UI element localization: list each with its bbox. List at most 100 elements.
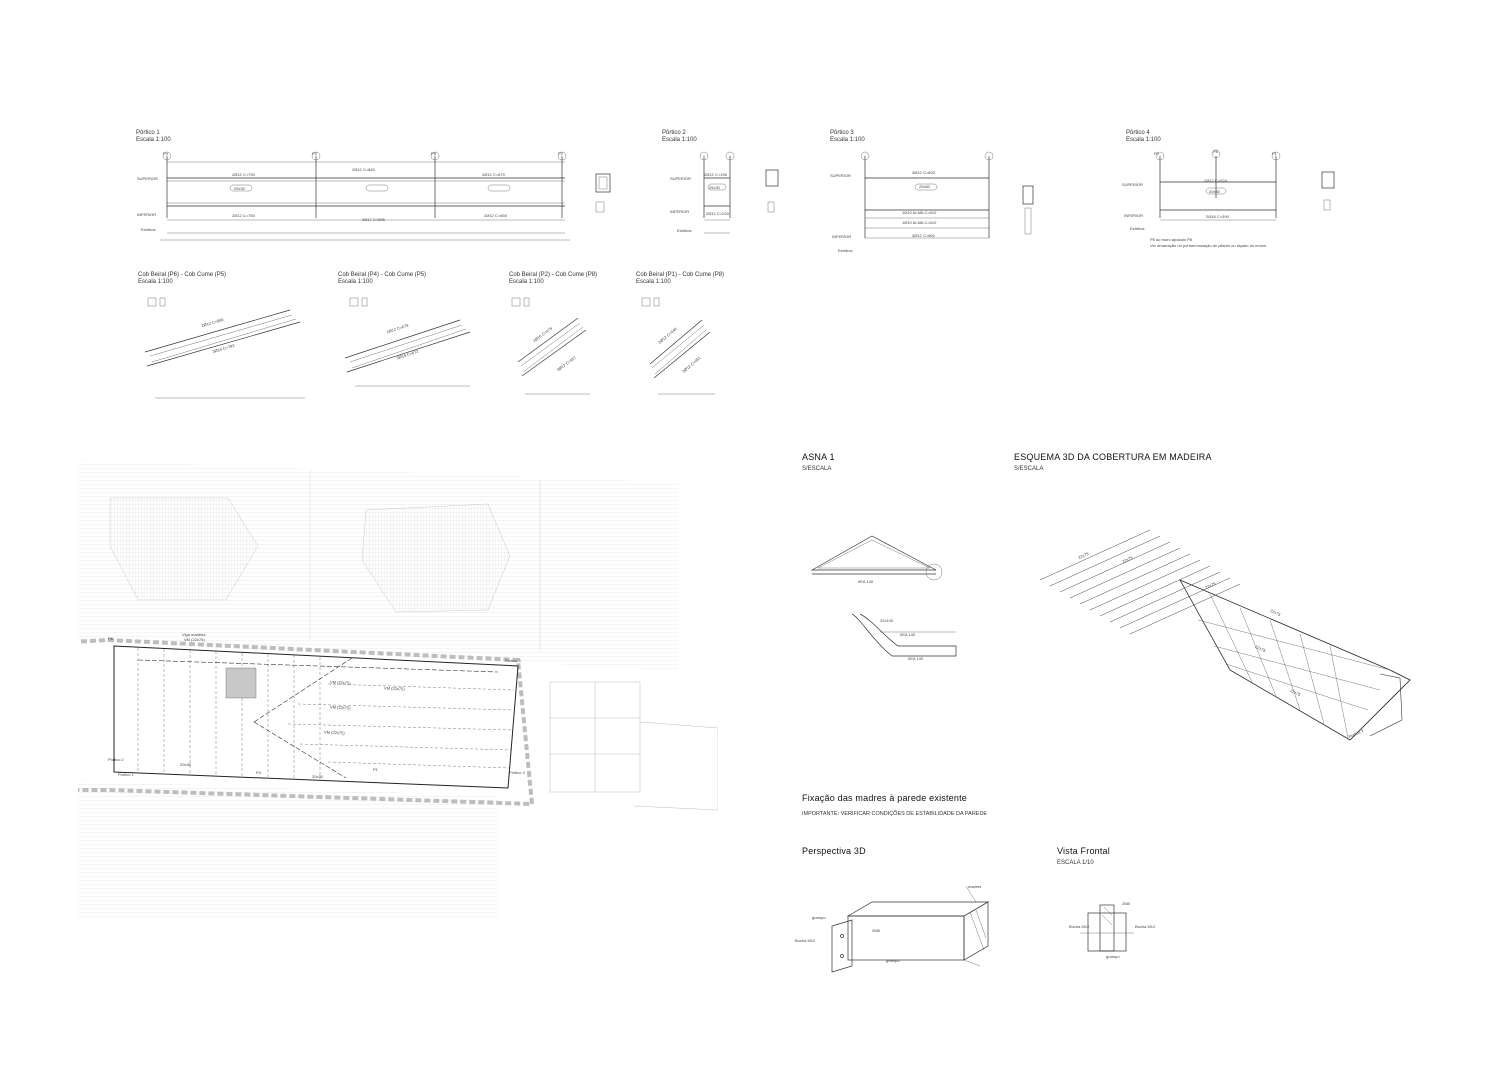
- cob-beam-2-title: Cob Beiral (P4) - Cob Cume (P5): [338, 272, 427, 278]
- vista-label-2m8: 2M8: [1122, 901, 1130, 906]
- asna-scale: S/ESCALA: [802, 466, 832, 472]
- plan-label-vm-4: VM (22x75): [323, 729, 345, 736]
- portico-2-scale: Escala 1:100: [662, 137, 697, 143]
- p4-pillar-a: P5: [1154, 151, 1159, 156]
- plan-label-portico-4: Pórtico 4: [505, 658, 521, 663]
- plan-label-portico-1: Pórtico 1: [118, 772, 134, 777]
- p4-superior-label: SUPERIOR: [1122, 182, 1143, 187]
- p1-top-bar-3: 2Ø12 C=670: [482, 172, 505, 177]
- asna-label-2: 22x100: [880, 618, 894, 623]
- plan-label-vm-5: VM (22x75): [383, 685, 405, 692]
- p4-note-1: P5 ao muro apoiado P8: [1150, 237, 1193, 242]
- portico-3-scale: Escala 1:100: [830, 137, 865, 143]
- fixacao-note: IMPORTANTE: VERIFICAR CONDIÇÕES DE ESTAB…: [802, 811, 988, 817]
- p1-pillar-label-b: P3: [312, 151, 317, 156]
- plan-label-section-1: 20x30: [180, 762, 191, 767]
- plan-label-p1: P1: [373, 767, 378, 772]
- plan-label-p4: P4: [256, 770, 261, 775]
- p1-inferior-label: INFERIOR: [137, 212, 157, 217]
- p1-bottom-bar-3: 2Ø12 C=665: [484, 213, 507, 218]
- p2-section: 25x30: [709, 185, 720, 190]
- p1-pillar-label-c: P8: [431, 151, 436, 156]
- vista-label-grampo: grampo: [1106, 954, 1120, 959]
- portico-1-section-detail: [595, 173, 611, 213]
- p4-estribos-label: Estribos: [1130, 226, 1145, 231]
- portico-4-title: Pórtico 4: [1126, 130, 1150, 136]
- esquema-3d-drawing: [1039, 529, 1411, 741]
- perspectiva-label-madres: madres: [968, 884, 982, 889]
- p2-superior-label: SUPERIOR: [670, 176, 691, 181]
- asna-drawing: [810, 535, 957, 657]
- cob-beam-3-scale: Escala 1:100: [509, 279, 544, 285]
- vista-drawing: [1080, 904, 1134, 952]
- p4-pillar-b: P8: [1213, 149, 1218, 154]
- portico-2-elevation: [699, 151, 779, 234]
- portico-1-elevation: [160, 151, 570, 241]
- p2-estribos-label: Estribos: [677, 228, 692, 233]
- p1-pillar-label-d: P2: [558, 151, 563, 156]
- esquema-scale: S/ESCALA: [1014, 466, 1044, 472]
- portico-2-title: Pórtico 2: [662, 130, 686, 136]
- perspectiva-label-bucha: Bucha M12: [795, 938, 816, 943]
- p2-top-bar: 2Ø12 C=196: [704, 172, 727, 177]
- p1-top-bar-2: 2Ø12 C=840: [352, 167, 375, 172]
- p3-bottom-bar-3: 3Ø12 C=660: [912, 233, 935, 238]
- cob-beam-1-scale: Escala 1:100: [138, 279, 173, 285]
- plan-label-portico-2: Pórtico 2: [108, 757, 124, 762]
- esquema-title: ESQUEMA 3D DA COBERTURA EM MADEIRA: [1014, 452, 1212, 462]
- p4-inferior-label: INFERIOR: [1124, 213, 1144, 218]
- perspectiva-label-2m8: 2M8: [872, 928, 880, 933]
- portico-3-elevation: [860, 151, 1034, 239]
- cob-beams-drawings: [144, 297, 715, 399]
- plan-label-viga: Viga madeira: [182, 632, 206, 637]
- p1-bottom-bar-2: 2Ø17 C=895: [362, 217, 385, 222]
- portico-1-title: Pórtico 1: [136, 130, 160, 136]
- cob-beam-1-title: Cob Beiral (P6) - Cob Cume (P5): [138, 272, 227, 278]
- p3-inferior-label: INFERIOR: [832, 234, 852, 239]
- portico-4-elevation: [1155, 149, 1335, 221]
- p3-bottom-bar-2: 1Ø10 ALMA C=610: [902, 220, 937, 225]
- perspectiva-drawing: [831, 885, 990, 973]
- p2-bottom-bar: 2Ø12 C=200: [706, 211, 729, 216]
- p1-superior-label: SUPERIOR: [137, 176, 158, 181]
- plan-label-section-2: 20x30: [312, 774, 323, 779]
- p1-pillar-label-a: P4: [163, 151, 168, 156]
- p3-bottom-bar-1: 1Ø10 ALMA C=610: [902, 210, 937, 215]
- p1-top-bar-1: 2Ø12 C=790: [232, 172, 255, 177]
- cob-beam-3-title: Cob Beiral (P2) - Cob Cume (P8): [509, 272, 598, 278]
- fixacao-title: Fixação das madres à parede existente: [802, 793, 967, 803]
- p1-bottom-bar-1: 2Ø12 C=750: [232, 213, 255, 218]
- perspectiva-label-grampo-1: grampo: [812, 915, 826, 920]
- asna-title: ASNA 1: [802, 452, 835, 462]
- roof-plan: [78, 460, 718, 920]
- plan-label-p6: P6: [108, 636, 113, 641]
- p3-superior-label: SUPERIOR: [830, 173, 851, 178]
- vista-label-bucha-1: Bucha M12: [1069, 924, 1090, 929]
- p1-section: 25x30: [234, 186, 245, 191]
- p3-estribos-label: Estribos: [838, 248, 853, 253]
- portico-4-scale: Escala 1:100: [1126, 137, 1161, 143]
- plan-label-vm-2: VM (22x75): [329, 679, 351, 686]
- cob-beam-4-title: Cob Beiral (P1) - Cob Cume (P8): [636, 272, 725, 278]
- cob-beam-2-scale: Escala 1:100: [338, 279, 373, 285]
- p3-top-bar: 3Ø12 C=693: [912, 170, 935, 175]
- p4-note-2: Ver amarração no pormenorização do pilar…: [1150, 243, 1267, 248]
- perspectiva-title: Perspectiva 3D: [802, 846, 866, 856]
- p1-estribos-label: Estribos: [141, 227, 156, 232]
- plan-label-vm-1: VM (22x75): [184, 637, 205, 642]
- p4-top-bar: 2Ø12 C=524: [1204, 178, 1227, 183]
- p2-inferior-label: INFERIOR: [670, 209, 690, 214]
- vista-title: Vista Frontal: [1057, 846, 1110, 856]
- portico-1-scale: Escala 1:100: [136, 137, 171, 143]
- perspectiva-label-grampo-2: grampo: [886, 958, 900, 963]
- p4-bottom-bar: 2Ø16 C=590: [1206, 214, 1229, 219]
- asna-label-1: IIEA 140: [858, 579, 874, 584]
- portico-3-title: Pórtico 3: [830, 130, 854, 136]
- vista-scale: ESCALA 1/10: [1057, 860, 1094, 866]
- vista-label-bucha-2: Bucha M12: [1135, 924, 1156, 929]
- cob-beam-4-scale: Escala 1:100: [636, 279, 671, 285]
- p3-section: 25x50: [919, 184, 930, 189]
- plan-label-vm-3: VM (22x75): [329, 704, 351, 711]
- p4-section: 20x30: [1209, 189, 1220, 194]
